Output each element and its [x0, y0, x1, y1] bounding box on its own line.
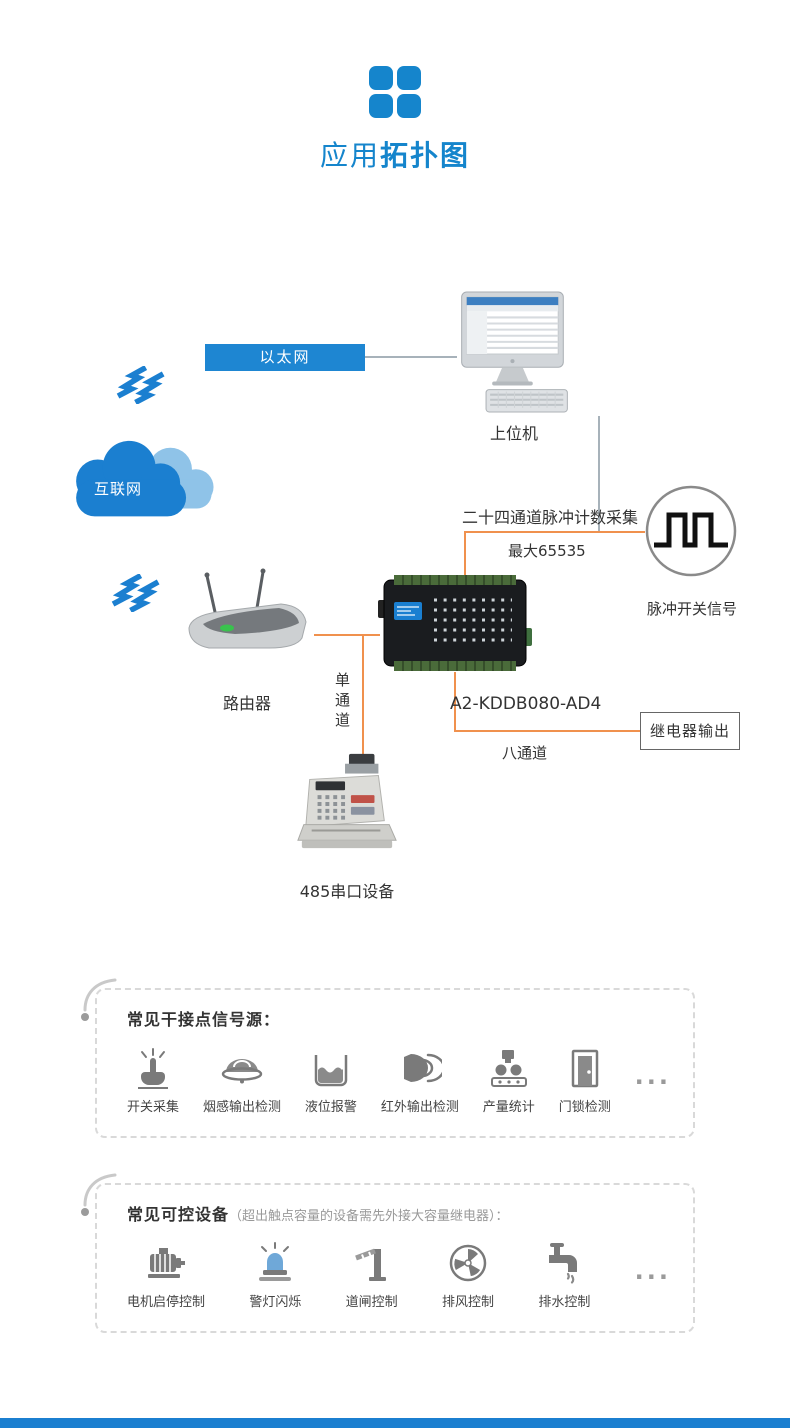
page-title-light: 应用: [319, 139, 380, 172]
signal-sources-items: 开关采集 烟感输出检测: [127, 1042, 671, 1115]
internet-label: 互联网: [94, 480, 143, 498]
exhaust-fan-icon: [442, 1237, 494, 1285]
device-to-relay-vline: [454, 672, 456, 732]
router-label: 路由器: [222, 694, 271, 713]
door-lock-icon: [559, 1042, 611, 1090]
desktop-computer-icon: [455, 290, 573, 414]
device-to-relay-hline: [454, 730, 640, 732]
more-dots: ···: [634, 1068, 671, 1096]
ethernet-to-host-line: [365, 356, 457, 358]
water-drain-icon: [538, 1237, 590, 1285]
pulse-to-device-line: [464, 531, 466, 577]
controllable-device-label: 电机启停控制: [127, 1295, 206, 1310]
logo-square: [397, 66, 421, 90]
lightning-bolt-icon: [112, 365, 170, 405]
pulse-waveform-icon: [645, 485, 737, 577]
warning-beacon-icon: [249, 1237, 301, 1285]
footer-bar: [0, 1418, 790, 1428]
signal-source-label: 产量统计: [482, 1100, 535, 1115]
logo-square: [369, 94, 393, 118]
wifi-router-icon: [182, 566, 314, 666]
pulse-channel-line: [464, 531, 645, 533]
relay-output-box: 继电器输出: [640, 712, 740, 750]
more-dots: ···: [634, 1263, 671, 1291]
host-label: 上位机: [489, 424, 538, 443]
motor-icon: [127, 1237, 205, 1285]
signal-source-item: 烟感输出检测: [203, 1042, 281, 1115]
controllable-devices-title: 常见可控设备（超出触点容量的设备需先外接大容量继电器）：: [127, 1201, 671, 1225]
signal-source-label: 烟感输出检测: [202, 1100, 281, 1115]
controllable-device-item: 排风控制: [442, 1237, 494, 1310]
controllable-device-label: 排风控制: [441, 1295, 494, 1310]
controllable-devices-panel: 常见可控设备（超出触点容量的设备需先外接大容量继电器）： 电机启停控制: [81, 1173, 695, 1333]
quote-decoration-icon: [79, 1171, 119, 1217]
signal-source-label: 红外输出检测: [380, 1100, 459, 1115]
production-counter-icon: [483, 1042, 535, 1090]
ethernet-banner: 以太网: [205, 344, 365, 371]
signal-source-item: 产量统计: [483, 1042, 535, 1115]
controllable-device-item: 警灯闪烁: [249, 1237, 301, 1310]
lightning-bolt-icon: [106, 573, 166, 613]
signal-source-item: 液位报警: [305, 1042, 357, 1115]
logo-square: [397, 94, 421, 118]
io-controller-icon: [378, 574, 532, 672]
quote-decoration-icon: [79, 976, 119, 1022]
controllable-device-label: 警灯闪烁: [249, 1295, 302, 1310]
signal-source-label: 门锁检测: [558, 1100, 611, 1115]
signal-sources-title: 常见干接点信号源：: [127, 1010, 281, 1029]
serial-device-label: 485串口设备: [299, 882, 395, 901]
single-channel-label: 单通道: [333, 672, 351, 732]
cash-register-icon: [286, 750, 408, 856]
eight-channel-label: 八通道: [502, 744, 548, 762]
controllable-device-label: 道闸控制: [345, 1295, 398, 1310]
signal-source-label: 开关采集: [127, 1100, 180, 1115]
controllable-device-label: 排水控制: [538, 1295, 591, 1310]
pulse-title-label: 二十四通道脉冲计数采集: [462, 508, 639, 527]
barrier-gate-icon: [346, 1237, 398, 1285]
infrared-sensor-icon: [381, 1042, 459, 1090]
signal-source-item: 门锁检测: [559, 1042, 611, 1115]
controllable-device-item: 道闸控制: [346, 1237, 398, 1310]
pulse-max-label: 最大65535: [508, 542, 586, 560]
smoke-detector-icon: [203, 1042, 281, 1090]
controllable-device-item: 排水控制: [538, 1237, 590, 1310]
logo-square: [369, 66, 393, 90]
signal-source-label: 液位报警: [304, 1100, 357, 1115]
router-to-device-line: [314, 634, 380, 636]
signal-source-item: 开关采集: [127, 1042, 179, 1115]
switch-press-icon: [127, 1042, 179, 1090]
device-model-label: A2-KDDB080-AD4: [450, 694, 602, 714]
pulse-signal-label: 脉冲开关信号: [646, 600, 737, 618]
liquid-level-icon: [305, 1042, 357, 1090]
controllable-devices-title-note: （超出触点容量的设备需先外接大容量继电器）：: [229, 1209, 509, 1224]
signal-source-item: 红外输出检测: [381, 1042, 459, 1115]
internet-cloud-icon: 互联网: [50, 432, 222, 538]
signal-sources-panel: 常见干接点信号源： 开关采集: [81, 978, 695, 1138]
single-channel-line: [362, 634, 364, 758]
page-title-bold: 拓扑图: [380, 139, 471, 172]
controllable-devices-title-main: 常见可控设备: [127, 1205, 230, 1224]
controllable-device-item: 电机启停控制: [127, 1237, 205, 1310]
host-down-line: [598, 416, 600, 533]
page-title: 应用拓扑图: [0, 134, 790, 174]
controllable-devices-items: 电机启停控制 警灯闪烁: [127, 1237, 671, 1310]
brand-logo-icon: [369, 66, 421, 118]
